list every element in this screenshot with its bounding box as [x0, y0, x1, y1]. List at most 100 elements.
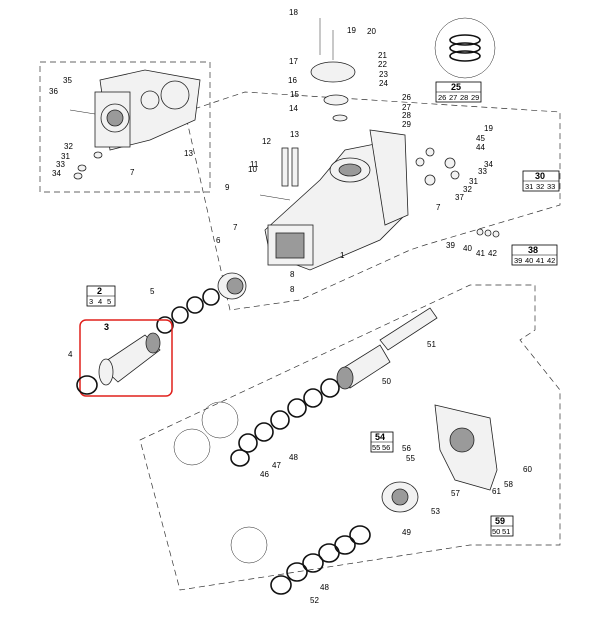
inset-frame	[39, 61, 211, 193]
callout-45: 45	[476, 134, 485, 143]
ring-4	[76, 375, 98, 395]
housing-frame	[184, 91, 561, 311]
callout-12: 12	[262, 137, 271, 146]
svg-text:33: 33	[547, 182, 555, 191]
callout-34: 34	[484, 160, 493, 169]
svg-text:38: 38	[528, 245, 538, 255]
callout-47: 47	[272, 461, 281, 470]
shaft-assembly	[230, 307, 438, 467]
svg-text:55: 55	[372, 443, 380, 452]
callout-8: 8	[290, 270, 295, 279]
kit-box-30: 30 31 32 33	[522, 170, 560, 192]
spring-coil	[434, 17, 496, 79]
svg-text:56: 56	[382, 443, 390, 452]
callout-7: 7	[130, 168, 135, 177]
callout-48: 48	[320, 583, 329, 592]
callout-57: 57	[451, 489, 460, 498]
seal-detail-circle	[201, 401, 239, 439]
callout-19: 19	[347, 26, 356, 35]
sleeve-part	[98, 332, 161, 386]
seal-detail-circle	[173, 428, 211, 466]
callout-9: 9	[225, 183, 230, 192]
highlighted-callout-3: 3	[104, 322, 109, 332]
svg-text:50: 50	[492, 527, 500, 536]
svg-text:41: 41	[536, 256, 544, 265]
callout-8: 8	[290, 285, 295, 294]
callout-31: 31	[469, 177, 478, 186]
svg-text:51: 51	[502, 527, 510, 536]
svg-text:27: 27	[449, 93, 457, 102]
callout-58: 58	[504, 480, 513, 489]
kit-box-2: 2 3 4 5	[86, 285, 116, 307]
callout-labels: 1 4 5 6 7 7 7 8 8 9 10 11 12 13 13 14 15…	[49, 8, 532, 605]
svg-text:2: 2	[97, 286, 102, 296]
callout-35: 35	[63, 76, 72, 85]
callout-48: 48	[289, 453, 298, 462]
lower-rings	[270, 525, 371, 595]
kit-box-25: 25 26 27 28 29	[435, 81, 482, 103]
callout-14: 14	[289, 104, 298, 113]
callout-11: 11	[250, 160, 259, 169]
svg-text:28: 28	[460, 93, 468, 102]
svg-text:26: 26	[438, 93, 446, 102]
callout-22: 22	[378, 60, 387, 69]
callout-40: 40	[463, 244, 472, 253]
svg-text:31: 31	[525, 182, 533, 191]
kit-box-54: 54 55 56	[370, 431, 394, 453]
callout-33: 33	[56, 160, 65, 169]
svg-text:54: 54	[375, 432, 385, 442]
callout-4: 4	[68, 350, 73, 359]
svg-text:40: 40	[525, 256, 533, 265]
kit-box-38: 38 39 40 41 42	[511, 244, 558, 266]
right-fittings	[415, 147, 500, 238]
seal-detail-circle	[230, 526, 268, 564]
highlight-box	[79, 319, 173, 397]
callout-50: 50	[382, 377, 391, 386]
callout-46: 46	[260, 470, 269, 479]
callout-39: 39	[446, 241, 455, 250]
svg-text:59: 59	[495, 516, 505, 526]
svg-text:30: 30	[535, 171, 545, 181]
callout-42: 42	[488, 249, 497, 258]
main-housing	[259, 129, 409, 271]
callout-49: 49	[402, 528, 411, 537]
callout-60: 60	[523, 465, 532, 474]
svg-text:5: 5	[107, 297, 111, 306]
callout-16: 16	[288, 76, 297, 85]
callout-53: 53	[431, 507, 440, 516]
callout-55: 55	[406, 454, 415, 463]
callout-17: 17	[289, 57, 298, 66]
svg-text:42: 42	[547, 256, 555, 265]
callout-28: 28	[402, 111, 411, 120]
inset-housing	[69, 69, 201, 180]
svg-text:4: 4	[98, 297, 102, 306]
hub-and-plate	[381, 404, 498, 513]
kit-box-59: 59 50 51	[490, 515, 514, 537]
callout-52: 52	[310, 596, 319, 605]
svg-text:25: 25	[451, 82, 461, 92]
callout-36: 36	[49, 87, 58, 96]
svg-text:3: 3	[89, 297, 93, 306]
callout-51: 51	[427, 340, 436, 349]
callout-7: 7	[436, 203, 441, 212]
callout-1: 1	[340, 251, 345, 260]
callout-44: 44	[476, 143, 485, 152]
callout-6: 6	[216, 236, 221, 245]
callout-19: 19	[484, 124, 493, 133]
callout-34: 34	[52, 169, 61, 178]
callout-24: 24	[379, 79, 388, 88]
callout-21: 21	[378, 51, 387, 60]
svg-text:32: 32	[536, 182, 544, 191]
svg-text:29: 29	[471, 93, 479, 102]
shaft-frame	[139, 284, 561, 591]
svg-text:39: 39	[514, 256, 522, 265]
callout-31: 31	[61, 152, 70, 161]
callout-29: 29	[402, 120, 411, 129]
callout-15: 15	[290, 90, 299, 99]
top-cover-parts	[310, 18, 356, 122]
callout-41: 41	[476, 249, 485, 258]
callout-13: 13	[184, 149, 193, 158]
callout-5: 5	[150, 287, 155, 296]
